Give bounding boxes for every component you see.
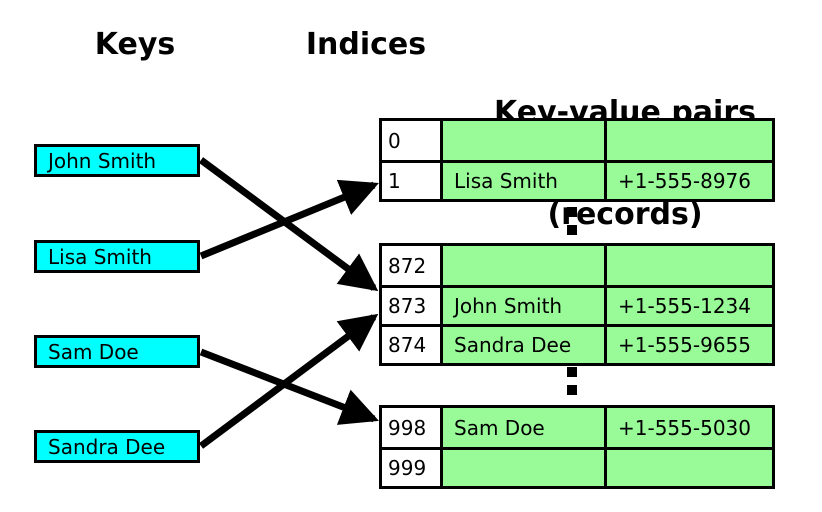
record-block-top: 0 1 Lisa Smith +1-555-8976 bbox=[379, 118, 775, 202]
table-row[interactable]: 999 bbox=[382, 447, 772, 486]
record-block-bottom: 998 Sam Doe +1-555-5030 999 bbox=[379, 405, 775, 489]
arrow-lisa-smith-to-1 bbox=[199, 179, 379, 260]
cell-phone bbox=[604, 121, 772, 160]
key-label: John Smith bbox=[48, 148, 157, 173]
column-heading-keys: Keys bbox=[94, 27, 176, 62]
column-heading-pairs-line2: (records) bbox=[547, 197, 703, 232]
cell-phone bbox=[604, 450, 772, 486]
table-row[interactable]: 1 Lisa Smith +1-555-8976 bbox=[382, 160, 772, 199]
cell-phone bbox=[604, 246, 772, 285]
vertical-ellipsis-icon bbox=[567, 367, 579, 395]
cell-index: 873 bbox=[382, 288, 440, 324]
table-row[interactable]: 0 bbox=[382, 121, 772, 160]
table-row[interactable]: 998 Sam Doe +1-555-5030 bbox=[382, 408, 772, 447]
key-label: Lisa Smith bbox=[48, 244, 152, 269]
table-row[interactable]: 873 John Smith +1-555-1234 bbox=[382, 285, 772, 324]
table-row[interactable]: 872 bbox=[382, 246, 772, 285]
cell-index: 1 bbox=[382, 163, 440, 199]
cell-name bbox=[440, 121, 604, 160]
column-heading-indices: Indices bbox=[305, 27, 427, 62]
cell-name bbox=[440, 246, 604, 285]
cell-phone: +1-555-9655 bbox=[604, 327, 772, 363]
cell-name: Sandra Dee bbox=[440, 327, 604, 363]
key-box-sandra-dee[interactable]: Sandra Dee bbox=[34, 430, 200, 463]
column-heading-key-value-pairs: Key-value pairs (records) bbox=[455, 28, 795, 300]
cell-phone: +1-555-5030 bbox=[604, 408, 772, 447]
key-box-john-smith[interactable]: John Smith bbox=[34, 144, 200, 177]
record-block-middle: 872 873 John Smith +1-555-1234 874 Sandr… bbox=[379, 243, 775, 366]
cell-index: 874 bbox=[382, 327, 440, 363]
arrow-john-smith-to-873 bbox=[198, 157, 379, 292]
key-label: Sam Doe bbox=[48, 339, 139, 364]
cell-index: 998 bbox=[382, 408, 440, 447]
arrow-sam-doe-to-998 bbox=[199, 348, 379, 425]
cell-phone: +1-555-1234 bbox=[604, 288, 772, 324]
cell-index: 872 bbox=[382, 246, 440, 285]
key-label: Sandra Dee bbox=[48, 434, 166, 459]
cell-name: Sam Doe bbox=[440, 408, 604, 447]
key-box-lisa-smith[interactable]: Lisa Smith bbox=[34, 240, 200, 273]
cell-name: Lisa Smith bbox=[440, 163, 604, 199]
key-box-sam-doe[interactable]: Sam Doe bbox=[34, 335, 200, 368]
arrow-sandra-dee-to-874 bbox=[198, 313, 379, 449]
vertical-ellipsis-icon bbox=[567, 207, 579, 235]
cell-index: 999 bbox=[382, 450, 440, 486]
table-row[interactable]: 874 Sandra Dee +1-555-9655 bbox=[382, 324, 772, 363]
cell-name bbox=[440, 450, 604, 486]
cell-name: John Smith bbox=[440, 288, 604, 324]
cell-phone: +1-555-8976 bbox=[604, 163, 772, 199]
cell-index: 0 bbox=[382, 121, 440, 160]
